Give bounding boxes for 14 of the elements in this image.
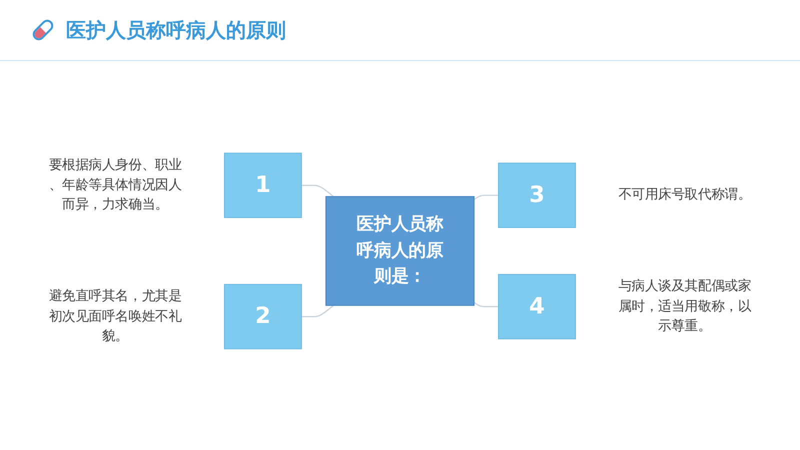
node-label: 避免直呼其名，尤其是初次见面呼名唤姓不礼貌。 bbox=[48, 288, 182, 344]
node-box: 医护人员称呼病人的原则是： bbox=[325, 196, 475, 306]
connector bbox=[474, 302, 499, 308]
connector bbox=[301, 304, 334, 318]
node-label: 与病人谈及其配偶或家属时，适当用敬称，以示尊重。 bbox=[618, 278, 752, 334]
connector bbox=[301, 184, 334, 198]
node-box: 1 bbox=[224, 152, 302, 218]
node-label: 要根据病人身份、职业、年龄等具体情况因人而异，力求确当。 bbox=[48, 158, 182, 213]
node-box: 2 bbox=[224, 284, 302, 350]
title: 医护人员称呼病人的原则 bbox=[66, 16, 286, 44]
connector bbox=[474, 194, 499, 200]
node-box: 3 bbox=[498, 162, 576, 228]
node-label: 不可用床号取代称谓。 bbox=[618, 187, 752, 203]
node-box: 4 bbox=[498, 274, 576, 340]
